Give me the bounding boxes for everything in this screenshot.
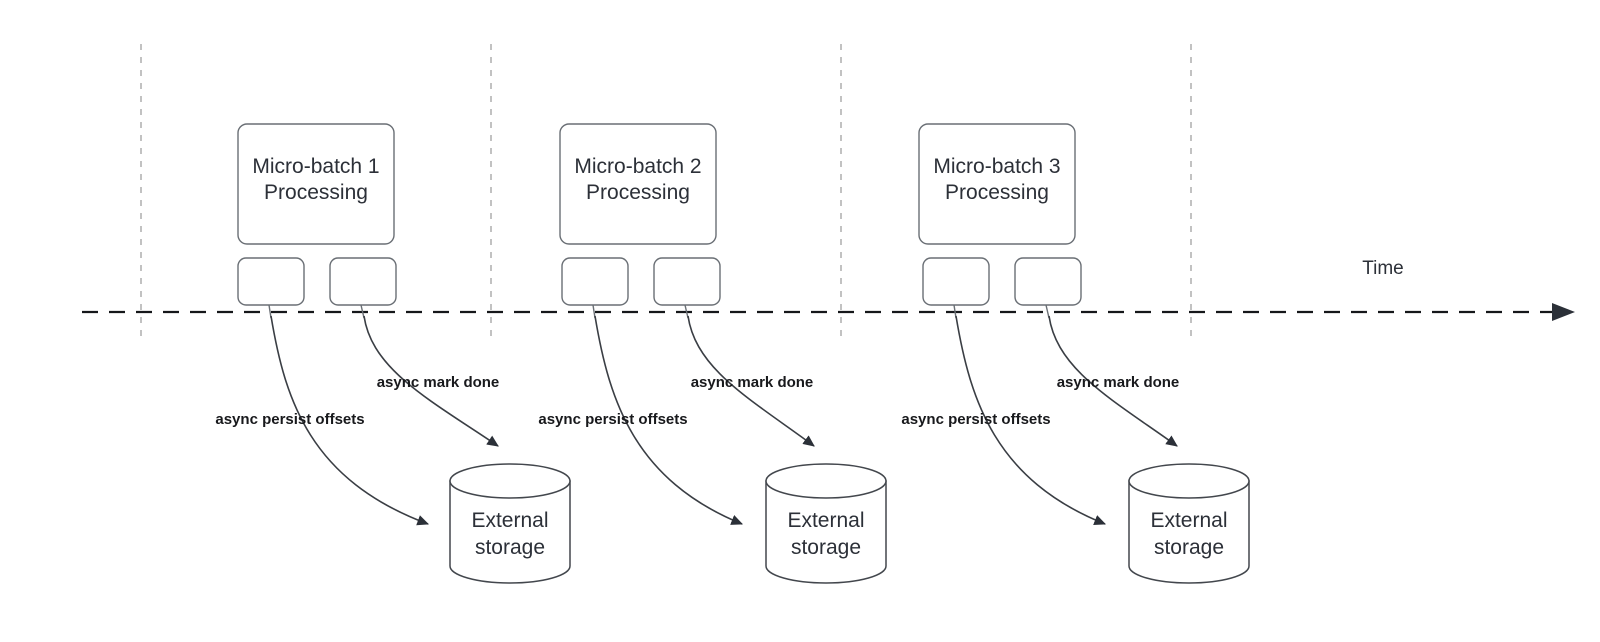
edge-async-mark-done-3 (1048, 315, 1178, 447)
edge-async-mark-done-2 (687, 315, 815, 447)
micro-batch-2-label-line1: Micro-batch 2 (574, 155, 701, 178)
edge-async-persist-offsets-1 (270, 315, 429, 526)
external-storage-3-label-line2: storage (1154, 536, 1224, 559)
external-storage-2[interactable]: External storage (765, 463, 887, 584)
micro-batch-1-task-persist[interactable] (237, 257, 305, 306)
micro-batch-2-task-mark[interactable] (653, 257, 721, 306)
timeline-arrowhead (1552, 303, 1575, 321)
micro-batch-3-task-mark[interactable] (1014, 257, 1082, 306)
time-axis-label: Time (1362, 258, 1404, 279)
stem-3a (953, 304, 957, 319)
edge-label-async-persist-offsets-2: async persist offsets (538, 411, 687, 428)
edge-label-async-persist-offsets-1: async persist offsets (215, 411, 364, 428)
micro-batch-1-label-line1: Micro-batch 1 (252, 155, 379, 178)
batch-group-3: Micro-batch 3 Processing async persist o… (901, 123, 1250, 584)
micro-batch-2-label-line2: Processing (586, 181, 690, 204)
micro-batch-3-task-persist[interactable] (922, 257, 990, 306)
micro-batch-1-box[interactable] (237, 123, 395, 245)
stem-3b (1045, 304, 1050, 319)
batch-group-2: Micro-batch 2 Processing async persist o… (538, 123, 887, 584)
edge-label-async-mark-done-2: async mark done (691, 374, 814, 391)
edge-label-async-mark-done-1: async mark done (377, 374, 500, 391)
stem-1a (268, 304, 272, 319)
micro-batch-3-box[interactable] (918, 123, 1076, 245)
external-storage-2-label-line2: storage (791, 536, 861, 559)
micro-batch-3-label-line2: Processing (945, 181, 1049, 204)
micro-batch-2-box[interactable] (559, 123, 717, 245)
micro-batch-2-task-persist[interactable] (561, 257, 629, 306)
external-storage-1-label-line1: External (471, 509, 548, 532)
edge-async-persist-offsets-3 (955, 315, 1106, 525)
stem-2b (684, 304, 689, 319)
edge-label-async-mark-done-3: async mark done (1057, 374, 1180, 391)
stem-1b (360, 304, 365, 319)
micro-batch-1-task-mark[interactable] (329, 257, 397, 306)
external-storage-1[interactable]: External storage (449, 463, 571, 584)
external-storage-3-label-line1: External (1150, 509, 1227, 532)
batch-group-1: Micro-batch 1 Processing async persist o… (215, 123, 571, 584)
edge-label-async-persist-offsets-3: async persist offsets (901, 411, 1050, 428)
external-storage-3[interactable]: External storage (1128, 463, 1250, 584)
micro-batch-1-label-line2: Processing (264, 181, 368, 204)
edge-async-persist-offsets-2 (594, 315, 743, 525)
external-storage-1-label-line2: storage (475, 536, 545, 559)
edge-async-mark-done-1 (363, 315, 499, 447)
micro-batch-3-label-line1: Micro-batch 3 (933, 155, 1060, 178)
stem-2a (592, 304, 596, 319)
external-storage-2-label-line1: External (787, 509, 864, 532)
